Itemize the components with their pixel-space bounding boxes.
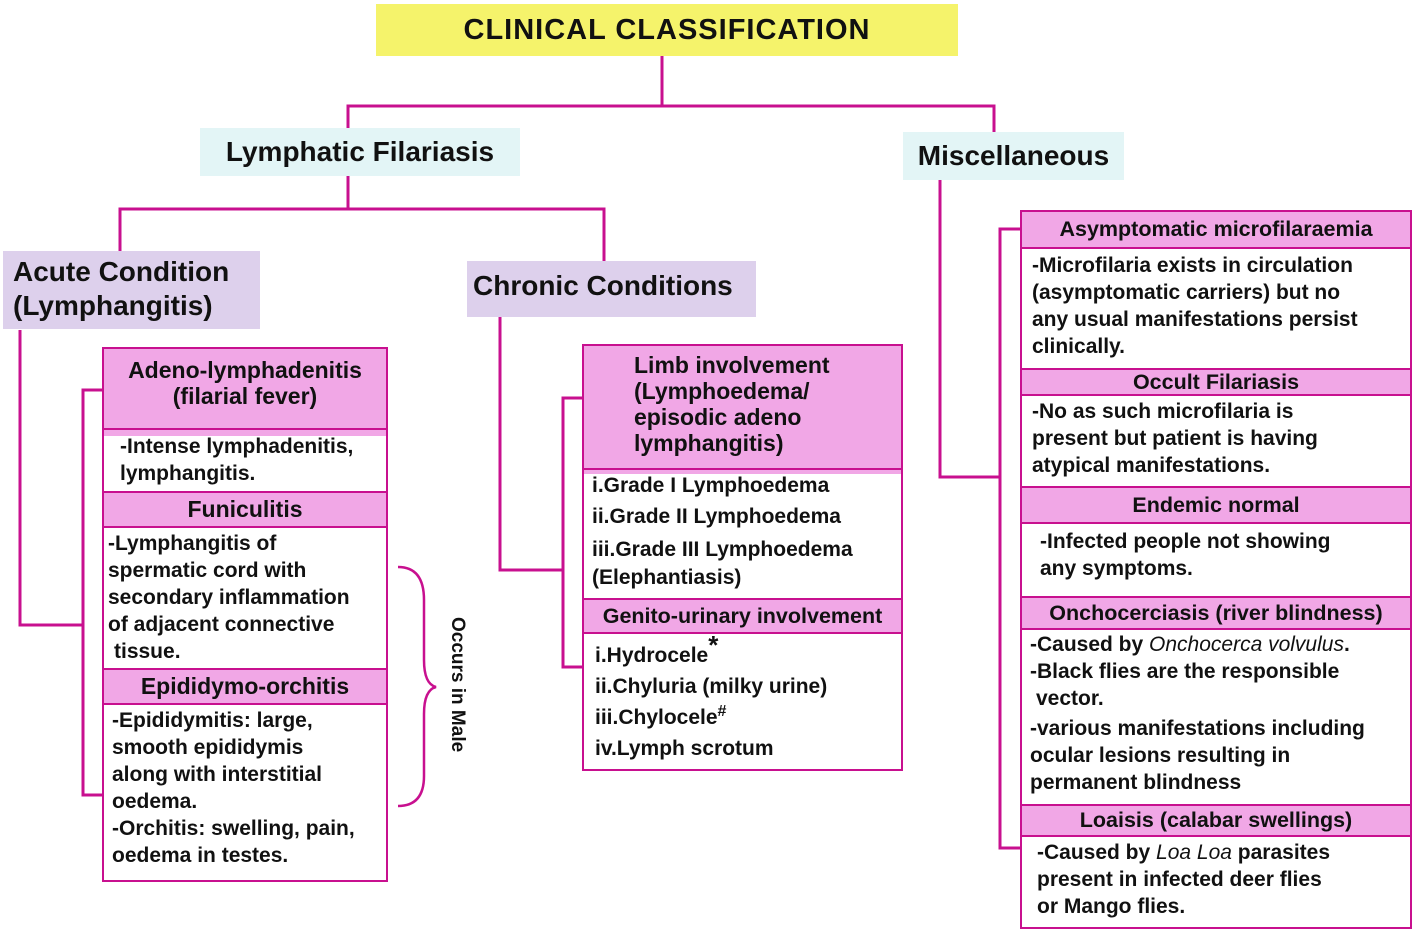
genito-item: iii.Chylocele# (595, 702, 901, 733)
funiculitis-body-line: secondary inflammation (108, 586, 350, 609)
diagram-title: CLINICAL CLASSIFICATION (376, 4, 958, 56)
asymptomatic-body-line: any usual manifestations persist (1032, 308, 1358, 331)
connector-lymphatic-branches (118, 207, 606, 262)
occult-body-line: atypical manifestations. (1032, 454, 1271, 477)
oncho-body: -Caused by Onchocerca volvulus. -Black f… (1022, 631, 1410, 796)
male-curly-brace (397, 565, 437, 808)
connector-chronic-stem (498, 317, 563, 572)
oncho-body-line: permanent blindness (1030, 771, 1242, 794)
funiculitis-body: -Lymphangitis of spermatic cord with sec… (104, 530, 386, 665)
oncho-body-line: -Black flies are the responsible (1030, 660, 1340, 683)
oncho-body-line: vector. (1036, 687, 1104, 710)
limb-header-line: episodic adeno (634, 404, 802, 430)
loa-header: Loaisis (calabar swellings) (1022, 806, 1410, 835)
loa-body: -Caused by Loa Loa parasites present in … (1022, 839, 1410, 920)
connector-misc-stem (938, 180, 1000, 479)
genito-header: Genito-urinary involvement (584, 600, 901, 632)
epididymo-body-line: oedema. (112, 790, 198, 813)
limb-header-line: lymphangitis) (634, 430, 784, 456)
genito-items: i.Hydrocele* ii.Chyluria (milky urine) i… (584, 632, 901, 764)
occult-body-line: present but patient is having (1032, 427, 1318, 450)
oncho-caused-prefix: -Caused by (1030, 633, 1150, 656)
adeno-body-line: lymphangitis. (120, 462, 256, 485)
connector-chronic-bracket (561, 396, 583, 669)
epididymo-body-line: -Epididymitis: large, (112, 709, 313, 732)
limb-header-line: Limb involvement (634, 352, 830, 378)
limb-header-line: (Lymphoedema/ (634, 378, 810, 404)
loa-body-line: or Mango flies. (1037, 895, 1186, 918)
chronic-conditions-node: Chronic Conditions (467, 261, 756, 317)
genito-item: iv.Lymph scrotum (595, 737, 774, 760)
adeno-header: Adeno-lymphadenitis (filarial fever) (104, 349, 386, 436)
acute-title-line1: Acute Condition (13, 256, 230, 287)
occult-header: Occult Filariasis (1022, 370, 1410, 394)
limb-item: iii.Grade III Lymphoedema (592, 538, 853, 561)
epididymo-header: Epididymo-orchitis (104, 670, 386, 703)
epididymo-body-line: along with interstitial (112, 763, 323, 786)
limb-item: ii.Grade II Lymphoedema (592, 505, 841, 528)
endemic-header: Endemic normal (1022, 488, 1410, 522)
funiculitis-body-line: -Lymphangitis of (108, 532, 277, 555)
chylocele-text: iii.Chylocele (595, 706, 718, 729)
chylocele-footnote-mark: # (717, 703, 727, 720)
category-lymphatic-filariasis: Lymphatic Filariasis (200, 128, 520, 176)
funiculitis-body-line: tissue. (114, 640, 181, 663)
oncho-species: Onchocerca volvulus (1149, 633, 1344, 656)
adeno-body-line: -Intense lymphadenitis, (120, 435, 354, 458)
asymptomatic-body-line: clinically. (1032, 335, 1125, 358)
oncho-header: Onchocerciasis (river blindness) (1022, 598, 1410, 628)
adeno-header-line2: (filarial fever) (172, 383, 318, 409)
genito-item: ii.Chyluria (milky urine) (595, 675, 828, 698)
limb-item: i.Grade I Lymphoedema (592, 474, 830, 497)
epididymo-body-line: oedema in testes. (112, 844, 289, 867)
oncho-caused-suffix: . (1343, 633, 1350, 656)
connector-misc-bracket (998, 227, 1021, 850)
acute-condition-node: Acute Condition (Lymphangitis) (3, 251, 260, 329)
chronic-detail-box: Limb involvement (Lymphoedema/ episodic … (582, 344, 903, 771)
connector-title-branches (346, 104, 996, 132)
funiculitis-body-line: spermatic cord with (108, 559, 307, 582)
acute-detail-box: Adeno-lymphadenitis (filarial fever) -In… (102, 347, 388, 882)
loa-species: Loa Loa (1156, 841, 1232, 864)
occult-body-line: -No as such microfilaria is (1032, 400, 1294, 423)
endemic-body-line: any symptoms. (1040, 557, 1193, 580)
epididymo-body-line: smooth epididymis (112, 736, 304, 759)
genito-item: i.Hydrocele* (595, 632, 901, 671)
loa-caused-prefix: -Caused by (1037, 841, 1157, 864)
loa-body-line: present in infected deer flies (1037, 868, 1322, 891)
loa-caused-line: -Caused by Loa Loa parasites (1037, 839, 1410, 866)
limb-item: (Elephantiasis) (592, 566, 742, 589)
occult-body: -No as such microfilaria is present but … (1022, 398, 1410, 479)
epididymo-body: -Epididymitis: large, smooth epididymis … (104, 707, 386, 869)
asymptomatic-body: -Microfilaria exists in circulation (asy… (1022, 252, 1410, 360)
oncho-caused-line: -Caused by Onchocerca volvulus. (1030, 631, 1410, 658)
oncho-body-line: -various manifestations including (1030, 717, 1365, 740)
funiculitis-body-line: of adjacent connective (108, 613, 335, 636)
category-miscellaneous: Miscellaneous (903, 132, 1124, 180)
oncho-body-line: ocular lesions resulting in (1030, 744, 1291, 767)
epididymo-body-line: -Orchitis: swelling, pain, (112, 817, 355, 840)
endemic-body: -Infected people not showing any symptom… (1022, 528, 1410, 582)
funiculitis-header: Funiculitis (104, 493, 386, 526)
misc-detail-box: Asymptomatic microfilaraemia -Microfilar… (1020, 210, 1412, 929)
connector-acute-bracket (81, 388, 103, 797)
acute-title-line2: (Lymphangitis) (13, 290, 213, 321)
hydrocele-text: i.Hydrocele (595, 644, 709, 667)
asymptomatic-header: Asymptomatic microfilaraemia (1022, 212, 1410, 247)
adeno-body: -Intense lymphadenitis, lymphangitis. (104, 433, 386, 487)
limb-header: Limb involvement (Lymphoedema/ episodic … (584, 346, 901, 474)
asymptomatic-body-line: -Microfilaria exists in circulation (1032, 254, 1353, 277)
occurs-in-male-label: Occurs in Male (447, 617, 468, 753)
hydrocele-footnote-mark: * (708, 630, 719, 660)
limb-items: i.Grade I Lymphoedema ii.Grade II Lympho… (584, 470, 901, 592)
connector-acute-stem (18, 330, 83, 627)
endemic-body-line: -Infected people not showing (1040, 530, 1331, 553)
asymptomatic-body-line: (asymptomatic carriers) but no (1032, 281, 1341, 304)
adeno-header-line1: Adeno-lymphadenitis (128, 357, 362, 383)
loa-caused-suffix: parasites (1231, 841, 1331, 864)
